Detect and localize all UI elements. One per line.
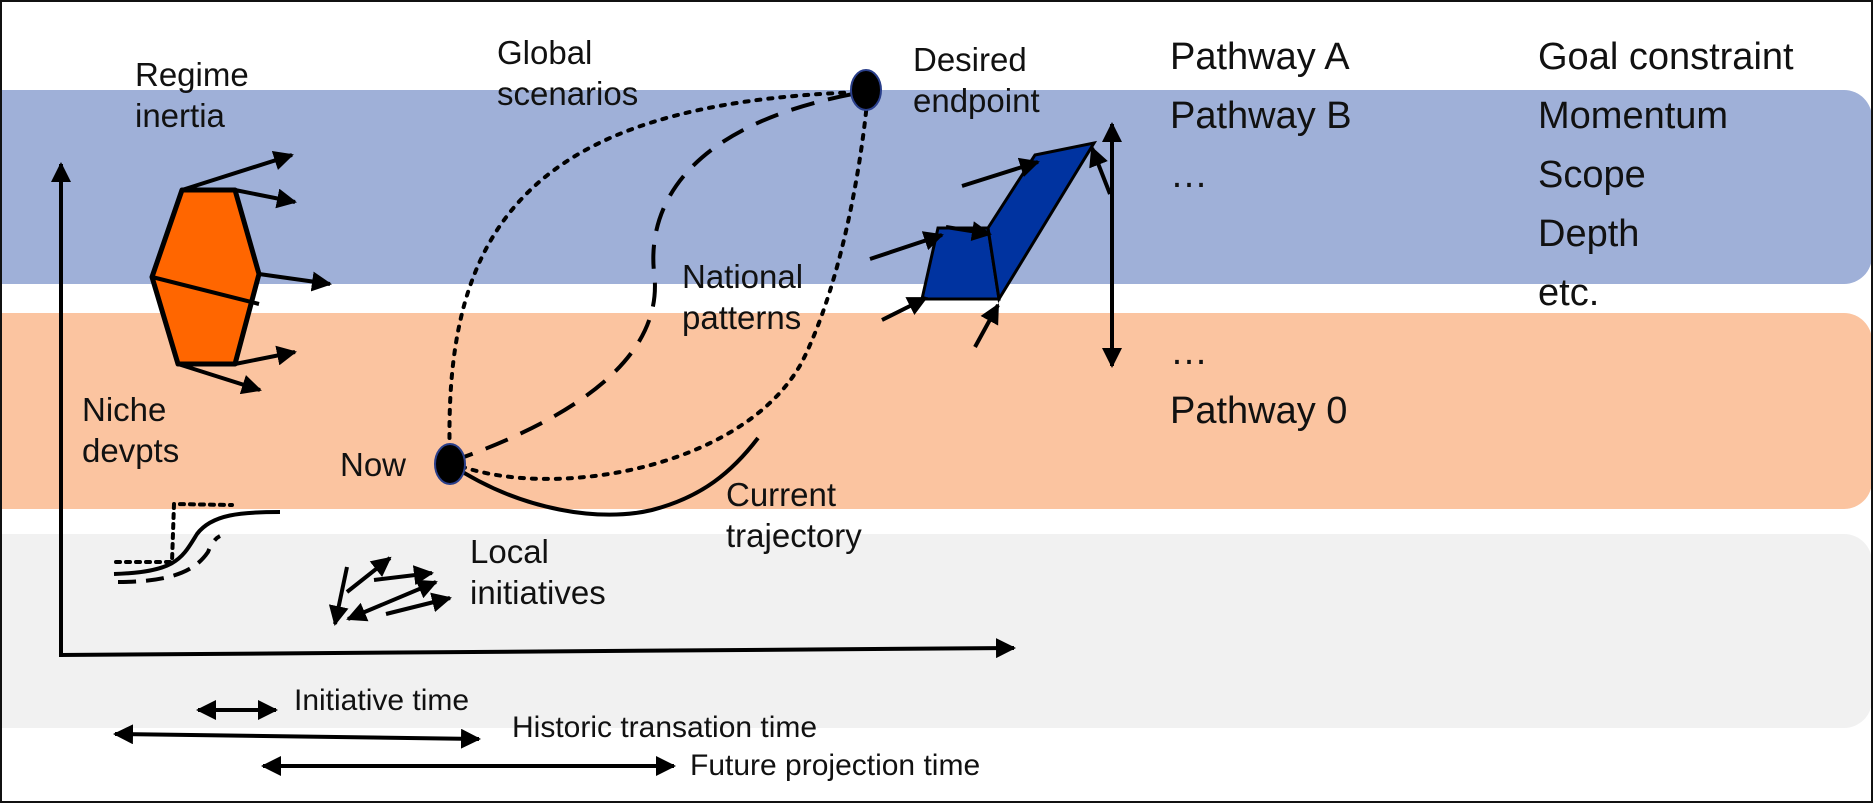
regime-band xyxy=(2,313,1871,509)
now-label: Now xyxy=(340,446,407,483)
label-line: Current xyxy=(726,476,837,513)
x-axis xyxy=(58,638,1016,659)
endpoint-arrows xyxy=(869,146,1112,348)
future-time-label: Future projection time xyxy=(690,749,981,782)
constraint-item: Goal constraint xyxy=(1538,36,1794,78)
regime-inertia-shape xyxy=(149,187,262,367)
constraint-item: Scope xyxy=(1538,154,1646,196)
label-line: scenarios xyxy=(497,75,639,113)
constraint-item: etc. xyxy=(1538,272,1600,314)
niche-dotted-curve xyxy=(114,501,234,564)
local-initiatives-arrows xyxy=(328,556,452,626)
niche-devpts-label: Niche devpts xyxy=(82,389,179,472)
regime-inertia-arrows xyxy=(177,150,332,395)
niche-dashed-curve xyxy=(117,534,221,584)
now-node xyxy=(434,443,466,485)
historic-time-arrow xyxy=(113,724,481,749)
regime-divider xyxy=(151,275,260,306)
national-patterns-label: National patterns xyxy=(682,256,803,339)
current-trajectory-label: Current trajectory xyxy=(726,474,862,557)
niche-band xyxy=(2,534,1871,728)
label-line: Regime xyxy=(135,56,249,93)
label-line: trajectory xyxy=(726,517,862,555)
global-scenarios-curve xyxy=(447,90,866,464)
label-line: Local xyxy=(470,533,549,570)
regime-inertia-label: Regime inertia xyxy=(135,54,249,137)
pathway-item xyxy=(1170,264,1352,323)
current-trajectory-curve xyxy=(448,436,760,517)
label-line: inertia xyxy=(135,97,225,135)
pathway-item: … xyxy=(1170,331,1208,373)
pathways-list: Pathway A Pathway B … … Pathway 0 xyxy=(1170,28,1352,441)
label-line: devpts xyxy=(82,432,180,470)
endpoint-platform-ramp xyxy=(986,140,1098,304)
national-patterns-curve xyxy=(449,90,865,464)
label-line: initiatives xyxy=(470,574,606,612)
label-line: National xyxy=(682,258,804,295)
global-scenarios-label: Global scenarios xyxy=(497,32,638,115)
label-line: Global xyxy=(497,34,593,71)
desired-endpoint-node xyxy=(850,69,882,111)
dotted-lower-pathway xyxy=(448,90,870,481)
label-line: Niche xyxy=(82,391,167,428)
niche-solid-curve xyxy=(113,510,281,576)
constraint-item: Momentum xyxy=(1538,95,1729,137)
pathway-item: … xyxy=(1170,154,1208,196)
label-line: endpoint xyxy=(913,82,1040,120)
pathway-item: Pathway B xyxy=(1170,95,1352,137)
local-initiatives-label: Local initiatives xyxy=(470,531,606,614)
label-line: Desired xyxy=(913,41,1027,78)
initiative-time-label: Initiative time xyxy=(294,684,470,717)
desired-endpoint-label: Desired endpoint xyxy=(913,39,1040,122)
constraint-item: Depth xyxy=(1538,213,1640,255)
pathway-item xyxy=(1170,205,1352,264)
pathway-item: Pathway A xyxy=(1170,36,1350,78)
pathway-item: Pathway 0 xyxy=(1170,390,1348,432)
label-line: patterns xyxy=(682,299,802,337)
historic-time-label: Historic transation time xyxy=(512,711,818,744)
constraints-list: Goal constraint Momentum Scope Depth etc… xyxy=(1538,28,1794,323)
